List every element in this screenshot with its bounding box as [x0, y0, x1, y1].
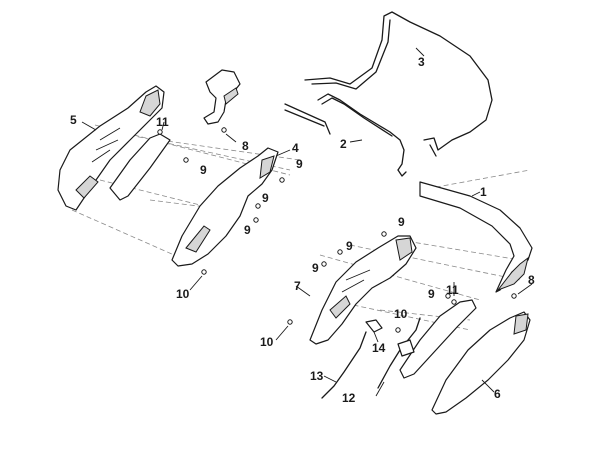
callout-9-e: 9: [398, 215, 405, 229]
callout-labels: 1 2 3 4 5 6 7 8 8 9 9 9 9 9 9 9 9 10 10 …: [70, 55, 535, 405]
callout-3: 3: [418, 55, 425, 69]
screw-icon: [287, 319, 293, 325]
left-handle-cover-part-4: [171, 147, 279, 267]
left-handle-tube: [109, 133, 171, 201]
callout-9-f: 9: [346, 239, 353, 253]
right-lower-bracket-part-6: [431, 311, 531, 415]
screw-icon: [279, 177, 285, 183]
callout-11-right: 11: [446, 283, 459, 297]
callout-11-left: 11: [156, 115, 169, 129]
callout-9-a: 9: [200, 163, 207, 177]
callout-7: 7: [294, 279, 301, 293]
callout-14: 14: [372, 341, 386, 355]
callout-10-mid: 10: [260, 335, 274, 349]
screw-icon: [255, 203, 261, 209]
callout-5: 5: [70, 113, 77, 127]
callout-9-g: 9: [312, 261, 319, 275]
handle-bar-wire-upper: [304, 11, 493, 157]
cable-part-13: [321, 331, 367, 399]
screw-icon: [395, 327, 401, 333]
lever-part-14: [365, 319, 383, 333]
callout-6: 6: [494, 387, 501, 401]
screw-icon: [337, 249, 343, 255]
screws: [157, 127, 517, 333]
callout-9-d: 9: [244, 223, 251, 237]
callout-12: 12: [342, 391, 356, 405]
leader-lines: [81, 47, 533, 397]
callout-1: 1: [480, 185, 487, 199]
callout-10-right: 10: [394, 307, 408, 321]
right-handle-tube: [399, 299, 477, 379]
screw-icon: [201, 269, 207, 275]
control-bar-wire-lower: [284, 93, 407, 177]
callout-10-left: 10: [176, 287, 190, 301]
callout-9-h: 9: [428, 287, 435, 301]
screw-icon: [253, 217, 259, 223]
screw-icon: [221, 127, 227, 133]
screw-icon: [381, 231, 387, 237]
callout-13: 13: [310, 369, 324, 383]
callout-8-right: 8: [528, 273, 535, 287]
screw-icon: [183, 157, 189, 163]
callout-9-b: 9: [296, 157, 303, 171]
screw-icon: [511, 293, 517, 299]
cable-part-12: [377, 317, 421, 389]
screw-icon: [157, 129, 163, 135]
handle-tube-part-1: [419, 181, 533, 293]
callout-8-upper: 8: [242, 139, 249, 153]
left-handle-bracket-part-5: [57, 85, 165, 211]
right-handle-cover-part-7: [309, 235, 417, 345]
callout-9-c: 9: [262, 191, 269, 205]
callout-4: 4: [292, 141, 299, 155]
callout-2: 2: [340, 137, 347, 151]
screw-icon: [445, 293, 451, 299]
screw-icon: [321, 261, 327, 267]
handle-grip-cap: [203, 69, 241, 125]
screw-icon: [451, 299, 457, 305]
